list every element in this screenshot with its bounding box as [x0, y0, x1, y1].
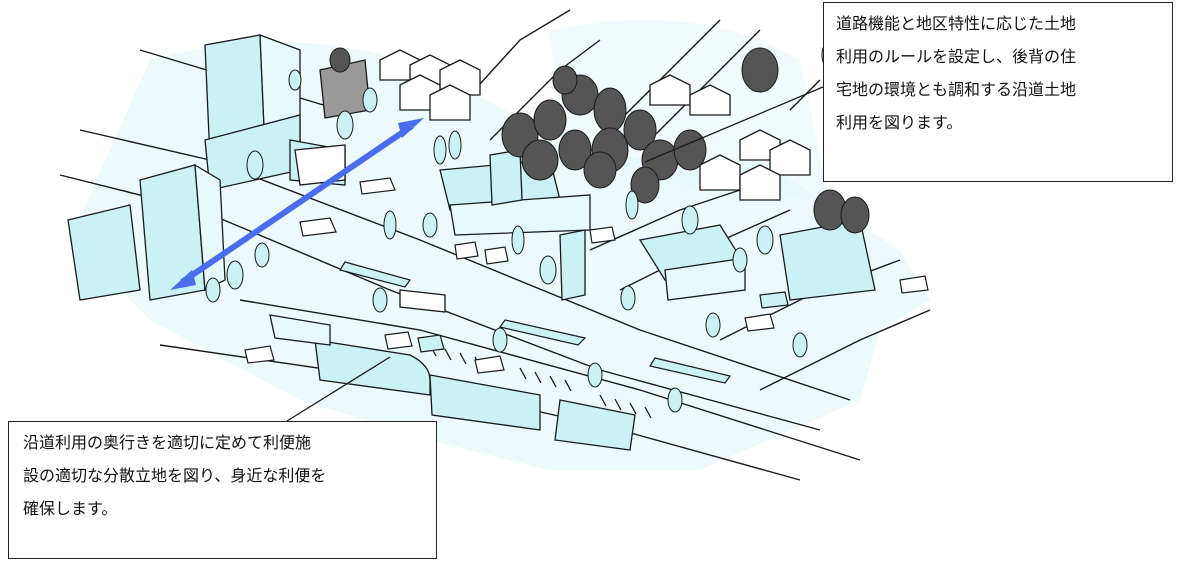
cars [244, 177, 929, 374]
pedestrians [383, 130, 639, 255]
callout-roadside-landuse-rules: 道路機能と地区特性に応じた土地 利用のルールを設定し、後背の住 宅地の環境とも調… [823, 2, 1173, 182]
callout-bottom-line-2: 設の適切な分散立地を図り、身近な利便を [23, 466, 327, 485]
callout-top-line-1: 道路機能と地区特性に応じた土地 [836, 14, 1077, 33]
callout-top-line-4: 利用を図ります。 [836, 113, 963, 132]
callout-leader-lines [286, 86, 824, 422]
buildings [67, 34, 876, 451]
park-trees [329, 47, 870, 234]
callout-top-line-3: 宅地の環境とも調和する沿道土地 [836, 80, 1077, 99]
callout-top-line-2: 利用のルールを設定し、後背の住 [836, 47, 1077, 66]
road-medians [339, 261, 732, 384]
roadside-depth-arrow [170, 118, 424, 290]
callout-facility-distribution: 沿道利用の奥行きを適切に定めて利便施 設の適切な分散立地を図り、身近な利便を 確… [8, 421, 437, 559]
street-trees [205, 40, 839, 413]
callout-bottom-line-1: 沿道利用の奥行きを適切に定めて利便施 [23, 433, 312, 452]
callout-bottom-line-3: 確保します。 [23, 499, 118, 518]
